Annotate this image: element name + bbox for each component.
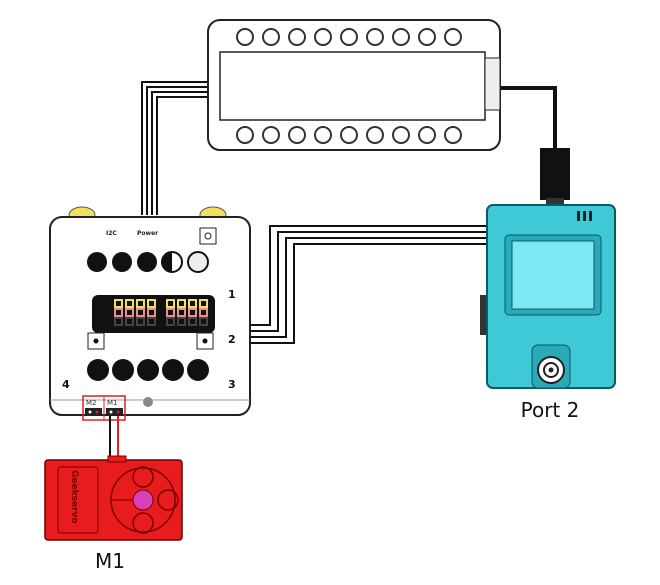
header-pin xyxy=(136,299,145,308)
header-pin xyxy=(199,299,208,308)
usb-cable xyxy=(500,86,557,150)
header-pin xyxy=(199,308,208,317)
header-pin xyxy=(166,317,175,326)
servo-motor: Geekservo xyxy=(44,455,183,541)
mounting-hole xyxy=(444,126,462,144)
mounting-hole xyxy=(340,126,358,144)
header-pin xyxy=(188,299,197,308)
controller xyxy=(480,204,616,389)
power-label: Power xyxy=(137,230,158,237)
i2c-cable xyxy=(141,81,208,215)
mounting-hole xyxy=(340,28,358,46)
header-pin xyxy=(199,317,208,326)
i2c-label: I2C xyxy=(106,230,117,237)
mounting-hole xyxy=(288,126,306,144)
mounting-hole xyxy=(262,28,280,46)
m1-header-label: M1 xyxy=(107,399,118,407)
motor-hub xyxy=(132,489,154,511)
header-pin xyxy=(136,317,145,326)
header-pin xyxy=(147,317,156,326)
port-2-label: 2 xyxy=(228,333,236,346)
header-pin xyxy=(136,308,145,317)
mounting-hole xyxy=(392,28,410,46)
header-pin xyxy=(114,299,123,308)
mounting-hole xyxy=(444,28,462,46)
header-pin xyxy=(177,308,186,317)
header-pin xyxy=(177,317,186,326)
mounting-hole xyxy=(236,28,254,46)
header-pin xyxy=(114,308,123,317)
header-pin xyxy=(166,299,175,308)
mounting-hole xyxy=(236,126,254,144)
battery-board xyxy=(207,19,501,151)
port-3-label: 3 xyxy=(228,378,236,391)
header-pin xyxy=(177,299,186,308)
usb-plug xyxy=(540,148,570,200)
mounting-hole xyxy=(418,126,436,144)
header-pin xyxy=(188,317,197,326)
controller-port-label: Port 2 xyxy=(521,398,580,422)
header-pin xyxy=(125,308,134,317)
motor-brand: Geekservo xyxy=(69,470,79,524)
header-pin xyxy=(125,317,134,326)
mounting-hole xyxy=(418,28,436,46)
mounting-hole xyxy=(314,126,332,144)
header-pin xyxy=(147,308,156,317)
port-1-label: 1 xyxy=(228,288,236,301)
mounting-hole xyxy=(392,126,410,144)
header-pin xyxy=(125,299,134,308)
mounting-hole xyxy=(314,28,332,46)
header-pin xyxy=(114,317,123,326)
mounting-hole xyxy=(262,126,280,144)
port-4-label: 4 xyxy=(62,378,70,391)
header-pin xyxy=(188,308,197,317)
port-cable xyxy=(250,225,487,344)
header-pin xyxy=(147,299,156,308)
controller-screen xyxy=(511,240,595,310)
mounting-hole xyxy=(366,28,384,46)
mounting-hole xyxy=(288,28,306,46)
header-pin xyxy=(166,308,175,317)
motor-label: M1 xyxy=(95,549,125,573)
adapter-board: I2C Power 1 2 3 4 M2 M1 xyxy=(49,206,251,421)
m2-header-label: M2 xyxy=(86,399,97,407)
mounting-hole xyxy=(366,126,384,144)
